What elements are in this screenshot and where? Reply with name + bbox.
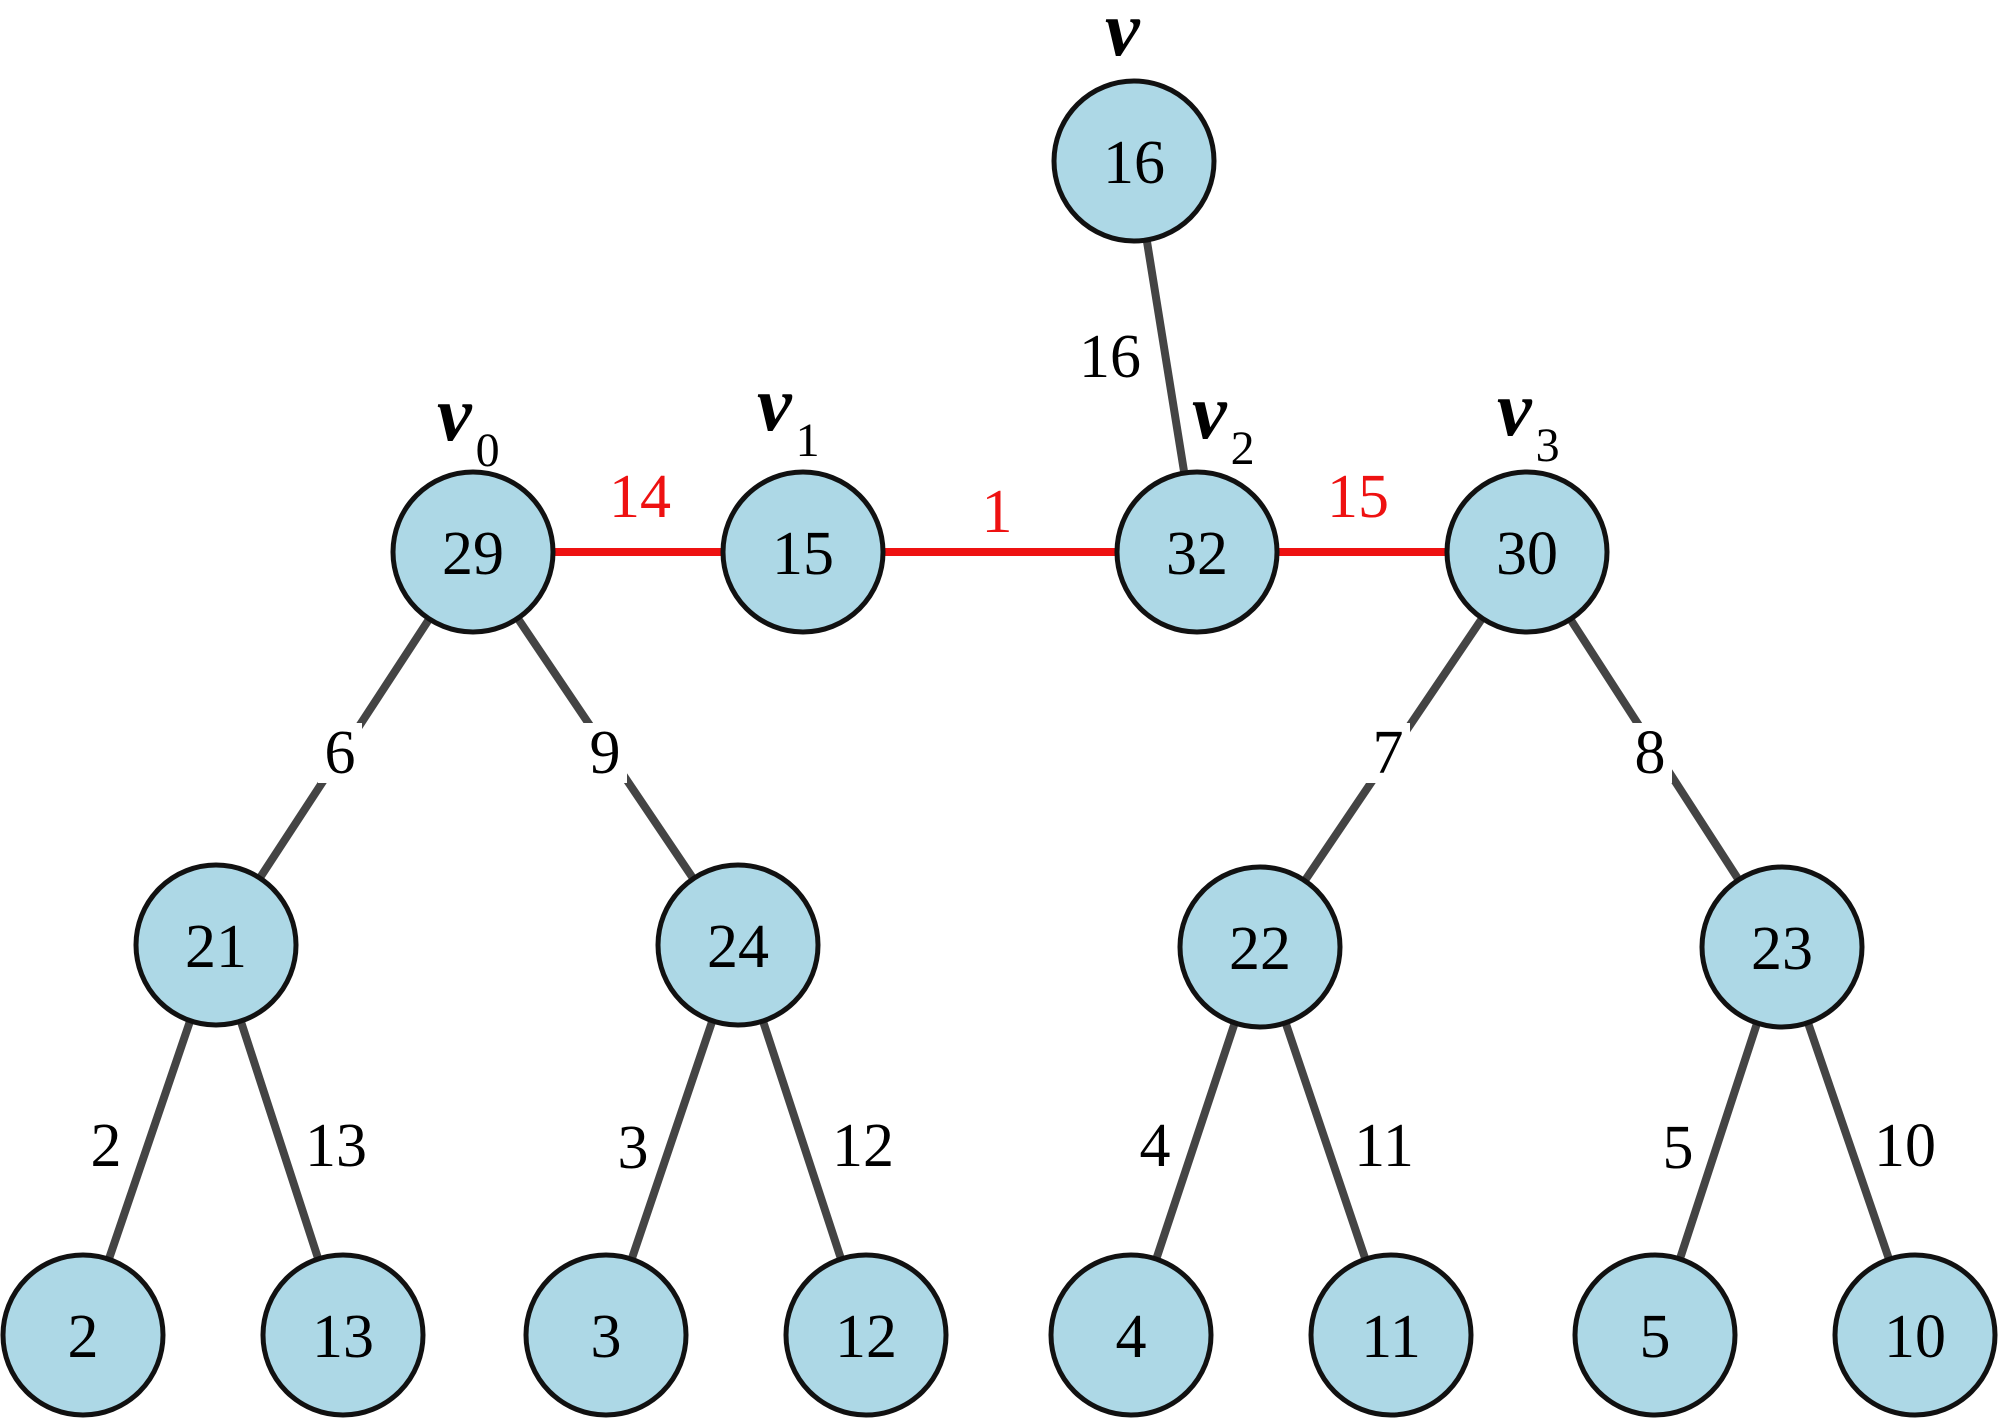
vertex-name: v [1105, 0, 1141, 72]
edge-label-background [84, 1116, 128, 1176]
edge-weight: 10 [1874, 1112, 1936, 1180]
tree-node: 21 [133, 862, 299, 1028]
node-value: 2 [68, 1303, 99, 1371]
node-value: 29 [442, 520, 504, 588]
edge-weight: 13 [305, 1112, 367, 1180]
node-circle [390, 469, 556, 635]
node-value: 22 [1229, 915, 1291, 983]
node-value: 11 [1361, 1303, 1421, 1371]
node-value: 24 [707, 913, 769, 981]
node-circle [1114, 469, 1280, 635]
tree-node: 4 [1048, 1252, 1214, 1418]
vertex-name: v [1497, 365, 1533, 452]
vertex-name: v [757, 360, 793, 447]
node-circle [1699, 864, 1865, 1030]
tree-node: 11 [1308, 1252, 1474, 1418]
node-value: 21 [185, 913, 247, 981]
vertex-subscript: 1 [796, 414, 820, 467]
vertex-subscript: 0 [476, 424, 500, 477]
node-value: 15 [772, 520, 834, 588]
node-value: 10 [1884, 1303, 1946, 1371]
edge-label-background [583, 723, 627, 783]
edge-weight: 5 [1663, 1114, 1694, 1182]
tree-node: 2 [0, 1252, 166, 1418]
vertex-name-label: v2 [1192, 368, 1255, 475]
node-value: 16 [1103, 129, 1165, 197]
tree-node: 10 [1832, 1252, 1998, 1418]
tree-node: 22 [1177, 864, 1343, 1030]
node-circle [260, 1252, 426, 1418]
tree-node: 23 [1699, 864, 1865, 1030]
node-circle [1308, 1252, 1474, 1418]
tree-node: 29 [390, 469, 556, 635]
vertex-name: v [437, 370, 473, 457]
tree-node: 3 [523, 1252, 689, 1418]
edge-weight: 3 [618, 1114, 649, 1182]
node-value: 32 [1166, 520, 1228, 588]
node-circle [783, 1252, 949, 1418]
edge-label-background [825, 1116, 901, 1176]
edge-weight: 9 [590, 719, 621, 787]
edge-label-background [1656, 1118, 1700, 1178]
node-value: 5 [1640, 1303, 1671, 1371]
node-circle [133, 862, 299, 1028]
node-circle [1051, 78, 1217, 244]
node-circle [1572, 1252, 1738, 1418]
vertex-name-label: v1 [757, 360, 820, 467]
edge-label-background [611, 1118, 655, 1178]
node-circle [1832, 1252, 1998, 1418]
node-value: 30 [1496, 520, 1558, 588]
node-circle [655, 862, 821, 1028]
tree-node: 30 [1444, 469, 1610, 635]
vertex-name-label: v0 [437, 370, 500, 477]
node-value: 23 [1751, 915, 1813, 983]
tree-node: 15 [720, 469, 886, 635]
vertex-name: v [1192, 368, 1228, 455]
edge-label-background [1072, 327, 1148, 387]
tree-node: 12 [783, 1252, 949, 1418]
node-value: 3 [591, 1303, 622, 1371]
node-value: 12 [835, 1303, 897, 1371]
vertex-name-label: v [1105, 0, 1141, 72]
tree-node: 5 [1572, 1252, 1738, 1418]
edge-weight: 6 [325, 719, 356, 787]
edge-label-background [298, 1116, 374, 1176]
edge-label-background [318, 723, 362, 783]
tree-node: 24 [655, 862, 821, 1028]
path-edge-weight: 15 [1327, 463, 1389, 531]
node-value: 4 [1116, 1303, 1147, 1371]
node-circle [0, 1252, 166, 1418]
vertex-subscript: 2 [1231, 422, 1255, 475]
edge-weight: 7 [1373, 719, 1404, 787]
vertex-name-label: v3 [1497, 365, 1560, 472]
edge-weight: 11 [1354, 1112, 1414, 1180]
path-edge-weight: 14 [609, 463, 671, 531]
node-circle [720, 469, 886, 635]
edge-label-background [1628, 723, 1672, 783]
edge-weight: 12 [832, 1112, 894, 1180]
tree-node: 16 [1051, 78, 1217, 244]
edge-weight: 16 [1079, 323, 1141, 391]
tree-node: 13 [260, 1252, 426, 1418]
edge-label-background [1133, 1116, 1177, 1176]
edge-label-background [1867, 1116, 1943, 1176]
node-value: 13 [312, 1303, 374, 1371]
node-circle [1048, 1252, 1214, 1418]
edge-weight: 2 [91, 1112, 122, 1180]
node-circle [1444, 469, 1610, 635]
node-circle [523, 1252, 689, 1418]
vertex-subscript: 3 [1536, 419, 1560, 472]
node-circle [1177, 864, 1343, 1030]
edge-label-background [1346, 1116, 1422, 1176]
edge-weight: 8 [1635, 719, 1666, 787]
path-edge-weight: 1 [982, 478, 1013, 546]
edge-label-background [1366, 723, 1410, 783]
edge-weight: 4 [1140, 1112, 1171, 1180]
tree-node: 32 [1114, 469, 1280, 635]
